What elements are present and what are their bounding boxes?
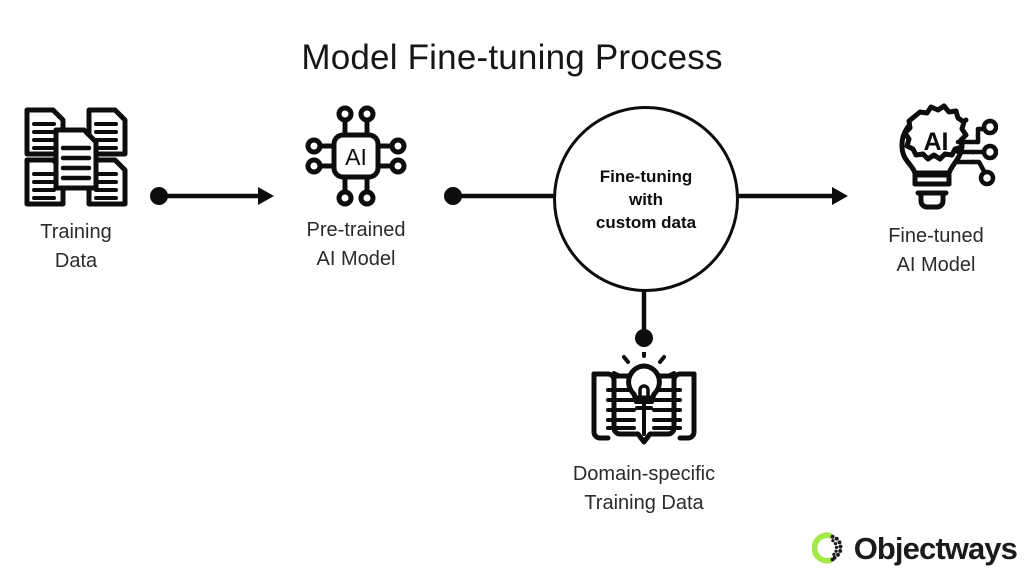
node-label-training-data: Training Data xyxy=(40,221,112,272)
page-title: Model Fine-tuning Process xyxy=(301,38,723,77)
arrowhead-icon xyxy=(258,187,274,205)
node-fine-tuning-process[interactable]: Fine-tuning with custom data xyxy=(553,106,739,292)
objectways-ring-logo-icon xyxy=(812,532,843,564)
node-label-fine-tuned-model: Fine-tuned AI Model xyxy=(888,225,984,276)
arrowhead-icon xyxy=(832,187,848,205)
connector-process-to-finetuned xyxy=(726,187,848,205)
ai-chip-icon: AI xyxy=(305,105,407,207)
documents-stack-icon xyxy=(24,107,128,207)
node-domain-specific-data[interactable]: Domain-specific Training Data xyxy=(546,352,742,518)
open-book-lightbulb-icon xyxy=(591,352,697,445)
node-label-domain-specific-data: Domain-specific Training Data xyxy=(572,463,716,514)
connector-pretrained-to-process xyxy=(444,187,560,205)
connector-end-dot xyxy=(635,329,653,347)
connector-start-dot xyxy=(444,187,462,205)
chip-ai-text: AI xyxy=(345,144,367,170)
connector-start-dot xyxy=(150,187,168,205)
node-label-pretrained-model: Pre-trained AI Model xyxy=(306,219,406,270)
node-fine-tuned-model[interactable]: AI Fine-tuned AI Model xyxy=(862,100,1010,280)
brand-name: Objectways xyxy=(853,530,1018,566)
lightbulb-ai-gear-icon: AI xyxy=(899,103,998,210)
node-training-data[interactable]: Training Data xyxy=(0,104,152,276)
gear-ai-text: AI xyxy=(924,128,949,156)
central-process-label: Fine-tuning with custom data xyxy=(595,166,697,232)
node-pretrained-model[interactable]: AI Pre-trained AI Model xyxy=(288,104,424,274)
connector-training-to-pretrained xyxy=(150,187,274,205)
brand-logo[interactable]: Objectways xyxy=(812,526,1018,570)
